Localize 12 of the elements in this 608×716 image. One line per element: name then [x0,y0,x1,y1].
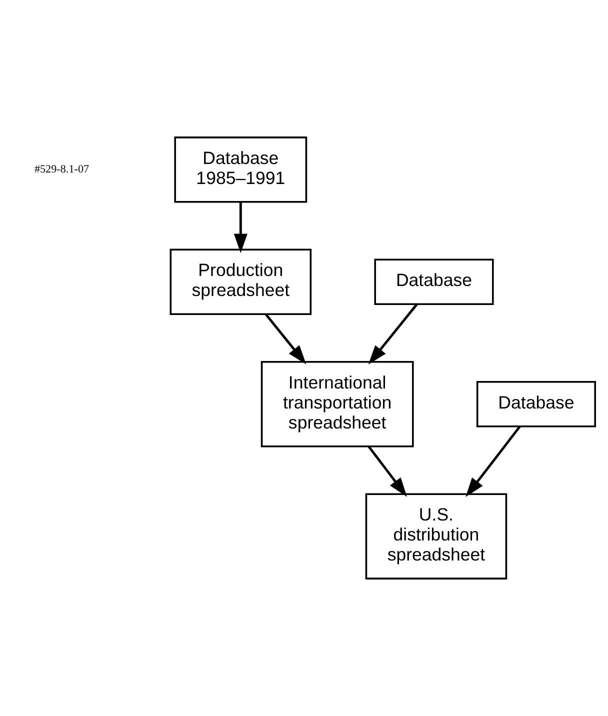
node-box: Production spreadsheet [170,248,312,315]
arrow [234,202,248,254]
arrow [368,303,418,365]
node-box: International transportation spreadsheet [260,361,414,448]
arrow [264,313,306,364]
node-box: Database [374,258,494,305]
node-box: Database [476,381,596,428]
label: #529-8.1-07 [34,163,90,176]
arrow [466,426,521,498]
node-box: Database 1985–1991 [174,136,308,203]
node-box: U.S. distribution spreadsheet [365,493,508,580]
arrow [368,446,408,497]
